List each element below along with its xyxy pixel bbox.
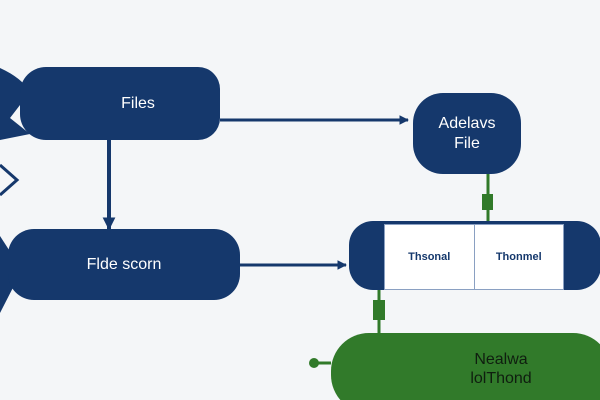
node-actions-file[interactable]: Adelavs File [413, 93, 521, 174]
node-actions-file-line1: Adelavs [438, 114, 496, 132]
left-chevron [0, 163, 20, 197]
node-green[interactable]: Nealwa lolThond [331, 333, 600, 400]
node-green-line2: lolThond [470, 370, 532, 387]
port-connector-bottom [373, 300, 385, 320]
panel-cell-1[interactable]: Thsonal [408, 251, 451, 263]
node-green-line1: Nealwa [474, 351, 528, 368]
panel-box: Thsonal Thonmel [384, 224, 564, 290]
node-fide-scorn[interactable]: Flde scorn [8, 229, 240, 300]
panel-cell-2[interactable]: Thonmel [473, 225, 564, 289]
port-connector-top [482, 194, 493, 210]
node-actions-file-line2: File [454, 134, 480, 152]
port-connector-dot [309, 358, 319, 368]
node-panel[interactable]: Thsonal Thonmel [349, 221, 600, 290]
node-files-label: Files [121, 94, 155, 112]
node-fide-scorn-label: Flde scorn [86, 255, 162, 273]
node-files[interactable]: Files [20, 67, 220, 140]
